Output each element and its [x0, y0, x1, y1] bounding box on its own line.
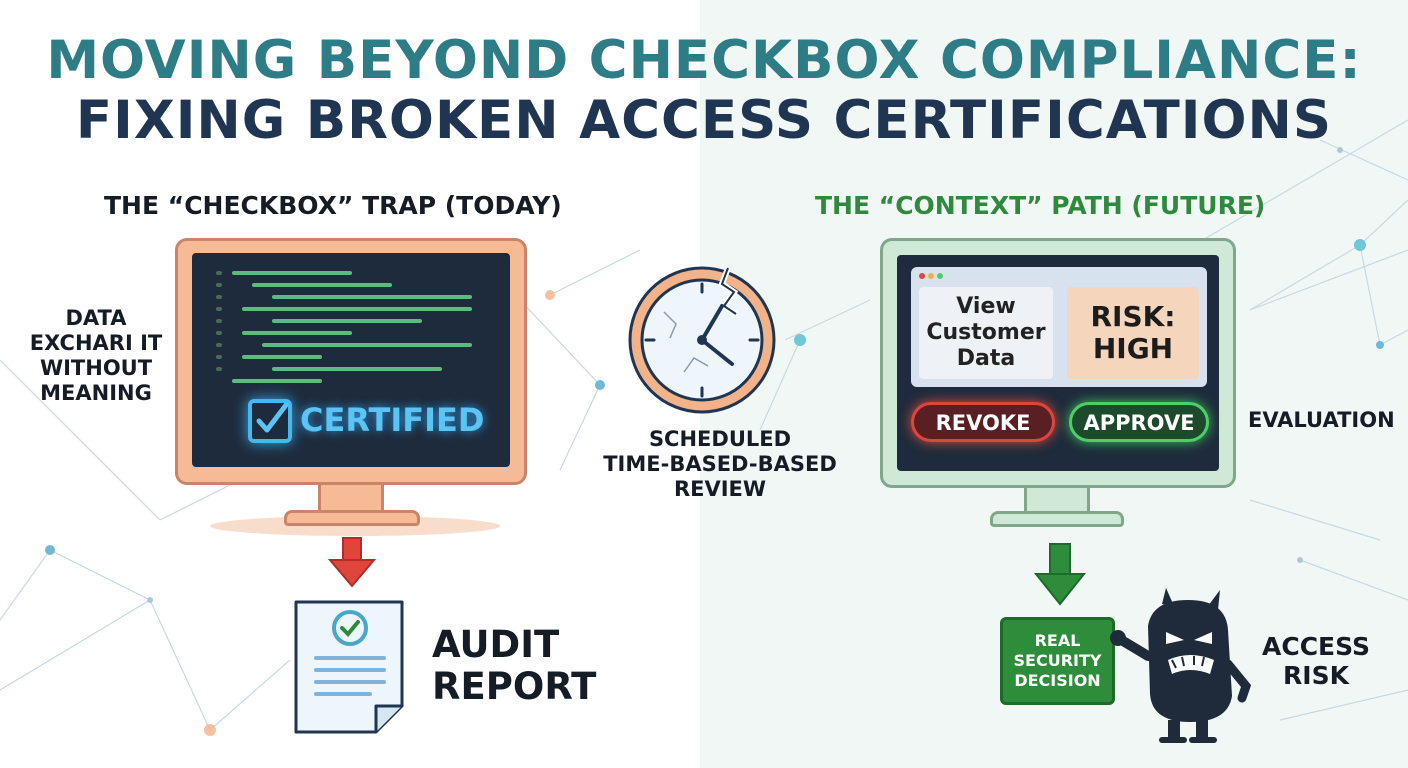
monitor-shadow [210, 516, 500, 536]
access-risk-monster-icon [1110, 588, 1252, 743]
center-label-line: REVIEW [673, 477, 767, 501]
access-risk-label: ACCESS RISK [1262, 632, 1370, 690]
side-label-line: DATA [65, 306, 127, 330]
side-label-line: WITHOUT [39, 356, 153, 380]
security-decision-box: REAL SECURITY DECISION [1000, 617, 1115, 705]
side-label-line: MEANING [40, 381, 152, 405]
decision-line: REAL [1034, 631, 1081, 650]
risk-label-line: RISK [1283, 661, 1349, 690]
revoke-button[interactable]: REVOKE [911, 402, 1055, 442]
data-without-meaning-label: DATA EXCHARI IT WITHOUT MEANING [16, 306, 176, 406]
code-screen: CERTIFIED [192, 253, 510, 467]
context-screen: View Customer Data RISK: HIGH REVOKE APP… [897, 255, 1219, 471]
checkbox-checked-icon [248, 399, 292, 443]
context-monitor: View Customer Data RISK: HIGH REVOKE APP… [880, 238, 1236, 488]
decision-line: SECURITY [1013, 651, 1102, 670]
right-heading: THE “CONTEXT” PATH (FUTURE) [815, 191, 1266, 220]
decision-line: DECISION [1014, 671, 1101, 690]
entitlement-card: View Customer Data [919, 287, 1053, 379]
monitor-base [990, 511, 1124, 527]
audit-report-document-icon [294, 600, 404, 734]
entitlement-line: Data [956, 346, 1016, 371]
arrow-down-green-icon [1033, 543, 1087, 606]
scheduled-review-label: SCHEDULED TIME-BASED-BASED REVIEW [590, 427, 850, 502]
title-line-2: FIXING BROKEN ACCESS CERTIFICATIONS [75, 90, 1333, 151]
audit-label-line: REPORT [432, 665, 597, 708]
certified-text: CERTIFIED [300, 401, 485, 439]
risk-label-line: ACCESS [1262, 632, 1371, 661]
audit-label-line: AUDIT [432, 623, 560, 666]
checkbox-monitor: CERTIFIED [175, 238, 527, 485]
evaluation-label: EVALUATION [1248, 408, 1395, 432]
risk-line: HIGH [1092, 332, 1174, 365]
center-label-line: TIME-BASED-BASED [603, 452, 837, 476]
side-label-line: EXCHARI IT [29, 331, 163, 355]
approve-button[interactable]: APPROVE [1069, 402, 1209, 442]
entitlement-line: View [956, 294, 1016, 319]
title-line-1: MOVING BEYOND CHECKBOX COMPLIANCE: [46, 30, 1362, 91]
access-review-window: View Customer Data RISK: HIGH [911, 267, 1207, 387]
risk-line: RISK: [1090, 300, 1176, 333]
monitor-base [284, 510, 420, 526]
audit-report-label: AUDIT REPORT [432, 624, 596, 708]
entitlement-line: Customer [926, 320, 1046, 345]
left-heading: THE “CHECKBOX” TRAP (TODAY) [104, 191, 562, 220]
arrow-down-red-icon [327, 537, 377, 588]
center-label-line: SCHEDULED [648, 427, 792, 451]
risk-card: RISK: HIGH [1067, 287, 1199, 379]
broken-clock-icon [628, 266, 776, 414]
